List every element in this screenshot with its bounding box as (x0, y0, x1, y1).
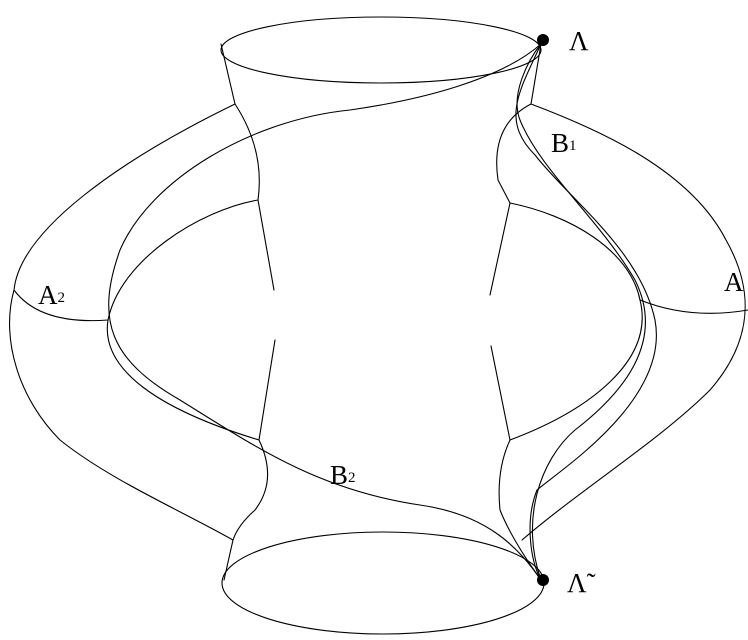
label-A1: A (724, 267, 744, 297)
label-A1-main: A (724, 267, 744, 297)
label-A2: A2 (38, 280, 65, 310)
left-tube-lower (223, 339, 276, 581)
label-A2-main: A (38, 280, 58, 310)
label-B1: B1 (551, 128, 577, 158)
label-B1-sub: 1 (569, 138, 577, 154)
top-boundary-ellipse (220, 16, 542, 84)
curve-B1-path (515, 43, 657, 581)
meridian-A2 (13, 289, 109, 322)
bottom-boundary-ellipse (221, 531, 545, 635)
label-A2-sub: 2 (58, 290, 66, 306)
label-B2-sub: 2 (348, 470, 356, 486)
right-tube-lower (490, 345, 542, 581)
curve-B1-strand (516, 43, 646, 581)
left-handle-outer (8, 103, 236, 541)
curve-B2-path (108, 43, 542, 581)
label-B2-main: B (330, 460, 348, 490)
label-lambda-bottom: Λ̃ (567, 568, 596, 598)
right-tube-upper (489, 43, 542, 296)
point-lambda-bottom (537, 574, 549, 586)
left-handle-inner (106, 199, 260, 441)
meridian-A1 (639, 299, 748, 314)
label-B2: B2 (330, 460, 356, 490)
label-B1-main: B (551, 128, 569, 158)
right-handle-inner (509, 202, 643, 441)
right-handle-outer (521, 103, 746, 541)
label-lambda-top: Λ (569, 26, 589, 56)
point-lambda-top (537, 34, 549, 46)
left-tube-upper (220, 43, 275, 291)
